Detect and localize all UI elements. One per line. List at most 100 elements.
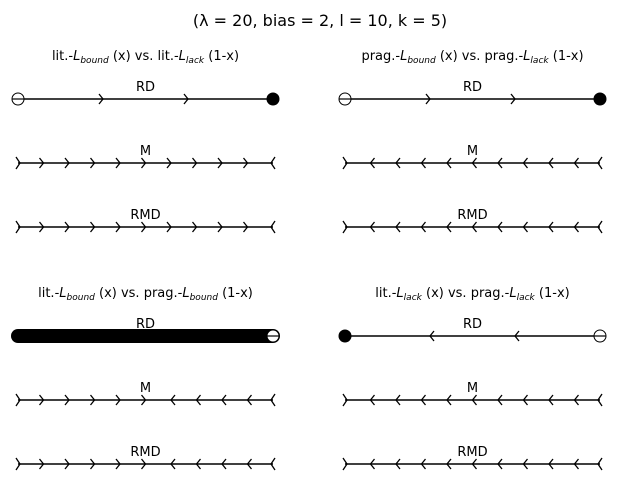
line-end-cap — [15, 156, 21, 170]
arrow-left-icon — [548, 221, 554, 233]
arrow-left-icon — [522, 394, 529, 406]
arrow-left-icon — [369, 221, 376, 233]
arrow-right-icon — [242, 157, 249, 169]
arrow-right-icon — [98, 93, 104, 105]
arrow-right-icon — [510, 93, 516, 105]
arrow-left-icon — [195, 458, 202, 470]
arrow-right-icon — [191, 157, 198, 169]
line-end-cap — [270, 156, 276, 170]
figure-suptitle: (λ = 20, bias = 2, l = 10, k = 5) — [193, 11, 447, 30]
arrow-left-icon — [514, 330, 520, 342]
panel-title: prag.-Lbound (x) vs. prag.-Llack (1-x) — [361, 49, 583, 66]
arrow-left-icon — [246, 458, 253, 470]
arrow-right-icon — [89, 458, 96, 470]
panels: lit.-Lbound (x) vs. lit.-Llack (1-x)RDMR… — [11, 49, 607, 471]
line-end-cap — [597, 156, 603, 170]
arrow-left-icon — [170, 394, 176, 406]
dynamics-rd: RD — [11, 80, 280, 106]
arrow-left-icon — [471, 394, 478, 406]
arrow-right-icon — [38, 394, 45, 406]
arrow-left-icon — [548, 394, 554, 406]
arrow-left-icon — [471, 157, 478, 169]
title-part: lit.- — [38, 286, 59, 301]
line-end-cap — [342, 220, 348, 234]
arrow-left-icon — [246, 394, 253, 406]
arrow-left-icon — [195, 394, 202, 406]
arrow-left-icon — [221, 394, 227, 406]
line-end-cap — [270, 457, 276, 471]
arrow-right-icon — [89, 157, 96, 169]
arrow-right-icon — [217, 221, 223, 233]
panel-title: lit.-Lbound (x) vs. prag.-Lbound (1-x) — [38, 286, 253, 303]
title-part: (x) vs. lit.- — [109, 49, 179, 64]
title-part: (1-x) — [218, 286, 253, 301]
arrow-right-icon — [191, 221, 198, 233]
title-subscript: bound — [80, 56, 109, 66]
arrow-left-icon — [471, 458, 478, 470]
arrow-left-icon — [573, 394, 580, 406]
arrow-right-icon — [64, 221, 70, 233]
line-end-cap — [597, 220, 603, 234]
dynamics-m: M — [15, 144, 276, 170]
title-part: (1-x) — [204, 49, 239, 64]
arrow-left-icon — [420, 458, 427, 470]
line-end-cap — [597, 457, 603, 471]
arrow-left-icon — [573, 157, 580, 169]
arrow-left-icon — [497, 157, 503, 169]
arrow-right-icon — [166, 157, 172, 169]
title-subscript: bound — [190, 293, 219, 303]
dynamics-label: M — [467, 144, 478, 159]
stable-point-icon — [266, 92, 280, 106]
dynamics-rmd: RMD — [342, 445, 603, 471]
dynamics-label: RMD — [130, 208, 160, 223]
line-end-cap — [15, 393, 21, 407]
line-end-cap — [270, 393, 276, 407]
title-subscript: lack — [404, 293, 423, 303]
arrow-right-icon — [115, 458, 121, 470]
arrow-right-icon — [38, 221, 45, 233]
arrow-left-icon — [548, 157, 554, 169]
arrow-left-icon — [522, 458, 529, 470]
arrow-right-icon — [425, 93, 431, 105]
arrow-right-icon — [115, 221, 121, 233]
arrow-right-icon — [140, 394, 147, 406]
dynamics-label: RD — [463, 80, 482, 95]
arrow-right-icon — [242, 221, 249, 233]
arrow-left-icon — [446, 157, 452, 169]
arrow-right-icon — [140, 221, 147, 233]
arrow-left-icon — [369, 458, 376, 470]
title-part: L — [400, 49, 407, 64]
arrow-right-icon — [140, 157, 147, 169]
dynamics-rmd: RMD — [15, 208, 276, 234]
dynamics-m: M — [15, 381, 276, 407]
arrow-left-icon — [573, 221, 580, 233]
arrow-left-icon — [446, 458, 452, 470]
dynamics-label: RD — [463, 317, 482, 332]
arrow-left-icon — [446, 221, 452, 233]
title-part: prag.- — [361, 49, 400, 64]
dynamics-label: RMD — [457, 445, 487, 460]
panel-title: lit.-Lbound (x) vs. lit.-Llack (1-x) — [52, 49, 239, 66]
arrow-right-icon — [140, 458, 147, 470]
arrow-right-icon — [166, 221, 172, 233]
dynamics-label: RMD — [457, 208, 487, 223]
arrow-left-icon — [221, 458, 227, 470]
line-end-cap — [342, 156, 348, 170]
arrow-left-icon — [420, 157, 427, 169]
stable-point-icon — [593, 92, 607, 106]
arrow-left-icon — [395, 458, 401, 470]
dynamics-rmd: RMD — [15, 445, 276, 471]
dynamics-rmd: RMD — [342, 208, 603, 234]
title-part: L — [396, 286, 403, 301]
arrow-left-icon — [522, 221, 529, 233]
title-part: (1-x) — [535, 286, 570, 301]
panel-2: prag.-Lbound (x) vs. prag.-Llack (1-x) RD… — [338, 49, 607, 234]
title-subscript: bound — [407, 56, 436, 66]
arrow-left-icon — [420, 394, 427, 406]
title-part: L — [73, 49, 80, 64]
arrow-right-icon — [38, 157, 45, 169]
line-end-cap — [270, 220, 276, 234]
title-part: lit.- — [52, 49, 73, 64]
arrow-left-icon — [369, 394, 376, 406]
